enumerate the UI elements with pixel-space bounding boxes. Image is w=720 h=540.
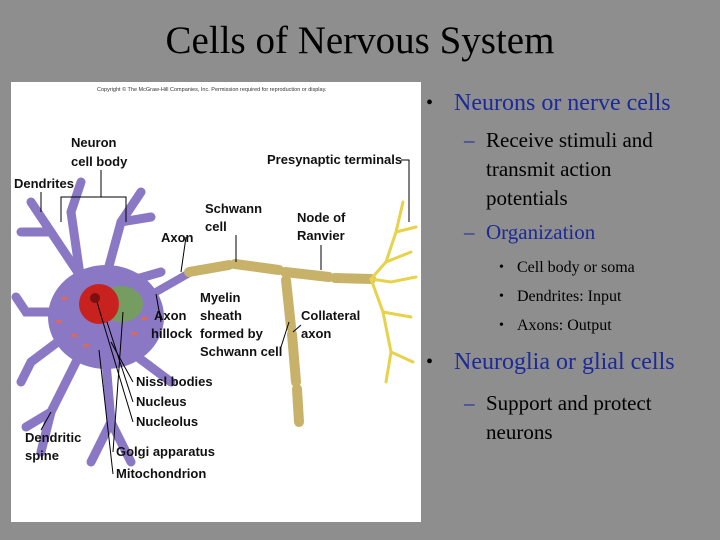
nucleolus-shape	[90, 293, 100, 303]
subbullet-support: – Support and protect neurons	[424, 389, 720, 447]
label-schwann-cell-2: Schwann cell	[200, 344, 282, 359]
subbullet-receive: – Receive stimuli and transmit action po…	[424, 126, 720, 213]
bullet-neurons: • Neurons or nerve cells	[424, 88, 720, 118]
bullet-marker: •	[499, 260, 504, 275]
label-node-of: Node of	[297, 210, 346, 225]
dash-marker: –	[464, 220, 475, 244]
bullet-content: • Neurons or nerve cells – Receive stimu…	[424, 88, 720, 447]
label-myelin: Myelin	[200, 290, 241, 305]
nissl-bodies-shape	[56, 297, 147, 347]
support-line-2: neurons	[486, 420, 553, 444]
dash-marker: –	[464, 391, 475, 415]
label-cell-body: cell body	[71, 154, 128, 169]
label-nucleolus: Nucleolus	[136, 414, 198, 429]
label-collateral-axon: axon	[301, 326, 331, 341]
label-mitochondrion: Mitochondrion	[116, 466, 206, 481]
label-schwann: Schwann	[205, 201, 262, 216]
org-item-text: Cell body or soma	[517, 259, 635, 276]
label-dendritic: Dendritic	[25, 430, 81, 445]
label-spine: spine	[25, 448, 59, 463]
myelin-sheath-shape	[184, 259, 376, 427]
dash-marker: –	[464, 128, 475, 152]
org-item: • Axons: Output	[424, 315, 720, 337]
label-presynaptic: Presynaptic terminals	[267, 152, 402, 167]
subbullet-organization: – Organization	[424, 218, 720, 247]
slide-title: Cells of Nervous System	[165, 19, 555, 62]
org-item-text: Axons: Output	[517, 317, 612, 334]
label-ranvier: Ranvier	[297, 228, 345, 243]
label-neuron: Neuron	[71, 135, 117, 150]
label-schwann-cell: cell	[205, 219, 227, 234]
label-dendrites: Dendrites	[14, 176, 74, 191]
org-item: • Cell body or soma	[424, 257, 720, 279]
bullet-marker: •	[499, 289, 504, 304]
label-axon-hillock-2: hillock	[151, 326, 193, 341]
bullet-neurons-text: Neurons or nerve cells	[454, 90, 671, 116]
org-item: • Dendrites: Input	[424, 286, 720, 308]
organization-text: Organization	[486, 220, 596, 244]
label-golgi: Golgi apparatus	[116, 444, 215, 459]
label-axon-hillock-1: Axon	[154, 308, 187, 323]
nucleus-shape	[79, 284, 119, 324]
label-nucleus: Nucleus	[136, 394, 187, 409]
bullet-marker: •	[499, 318, 504, 333]
receive-line-3: potentials	[486, 186, 568, 210]
bullet-neuroglia: • Neuroglia or glial cells	[424, 347, 720, 377]
neuron-diagram: Copyright © The McGraw-Hill Companies, I…	[11, 82, 421, 522]
bullet-marker: •	[426, 92, 434, 114]
label-formed-by: formed by	[200, 326, 264, 341]
neuron-illustration: Copyright © The McGraw-Hill Companies, I…	[11, 86, 418, 481]
copyright-notice: Copyright © The McGraw-Hill Companies, I…	[97, 86, 327, 93]
bullet-marker: •	[426, 351, 434, 373]
label-axon: Axon	[161, 230, 194, 245]
label-nissl: Nissl bodies	[136, 374, 213, 389]
bullet-neuroglia-text: Neuroglia or glial cells	[454, 349, 675, 375]
receive-line-2: transmit action	[486, 157, 612, 181]
support-line-1: Support and protect	[486, 391, 652, 415]
leader-lines	[40, 159, 410, 475]
org-item-text: Dendrites: Input	[517, 288, 622, 305]
axon-hillock-shape	[152, 268, 195, 296]
label-sheath: sheath	[200, 308, 242, 323]
presynaptic-terminals-shape	[369, 200, 418, 384]
label-collateral: Collateral	[301, 308, 360, 323]
receive-line-1: Receive stimuli and	[486, 128, 653, 152]
